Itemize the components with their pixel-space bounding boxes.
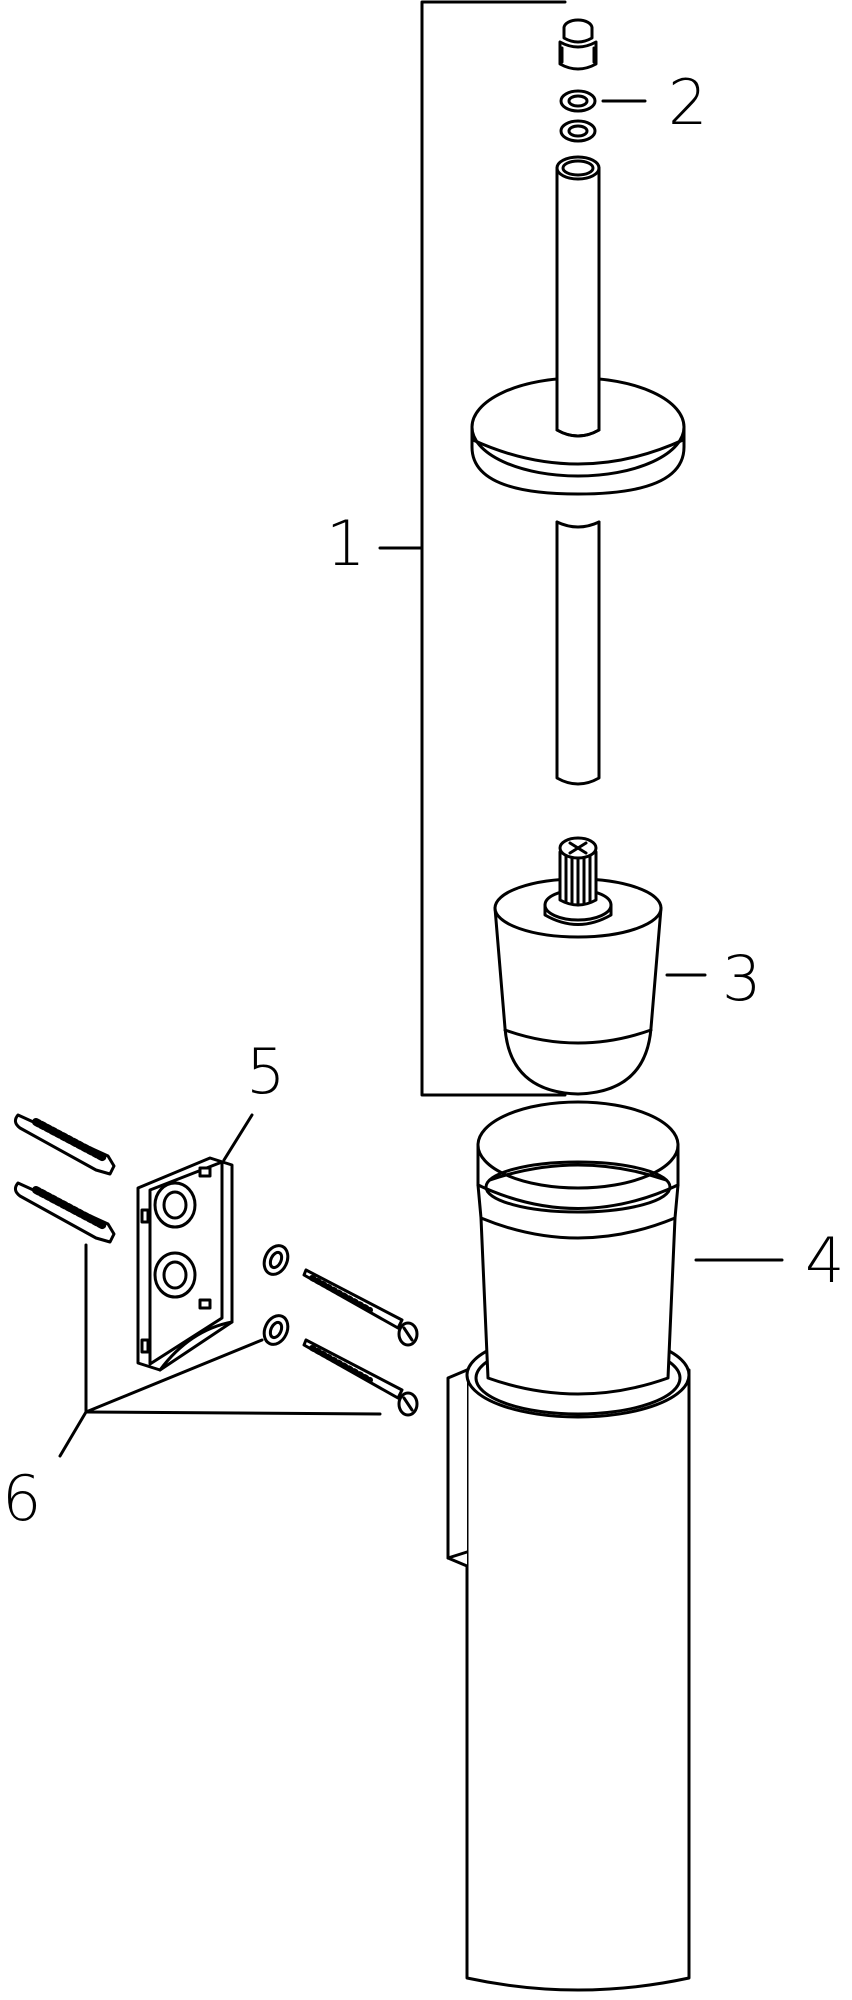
group-1-bracket [378, 0, 567, 1097]
washer-upper [262, 1244, 290, 1276]
screw-lower [302, 1338, 419, 1417]
part-5-wall-bracket [136, 1113, 254, 1372]
callout-6: 6 [2, 1462, 41, 1535]
part-6-fixing-kit [13, 1113, 419, 1458]
part-2-cap-and-rings [558, 18, 647, 143]
callout-5: 5 [246, 1035, 285, 1108]
lid-disc [470, 370, 686, 496]
washer-lower [262, 1314, 290, 1346]
part-4-holder-container [446, 1100, 784, 1992]
callout-2: 2 [668, 66, 707, 139]
part-6-leaders [58, 1243, 382, 1458]
callout-1: 1 [326, 507, 365, 580]
wall-plug-upper [13, 1113, 116, 1176]
wall-plug-lower [13, 1181, 116, 1244]
callout-4: 4 [805, 1224, 844, 1297]
part-3-brush-head [493, 836, 707, 1096]
screw-upper [302, 1268, 419, 1347]
callout-3: 3 [722, 942, 761, 1015]
lower-handle-rod [555, 520, 601, 786]
callout-labels: 1 2 3 4 5 6 [2, 66, 844, 1535]
